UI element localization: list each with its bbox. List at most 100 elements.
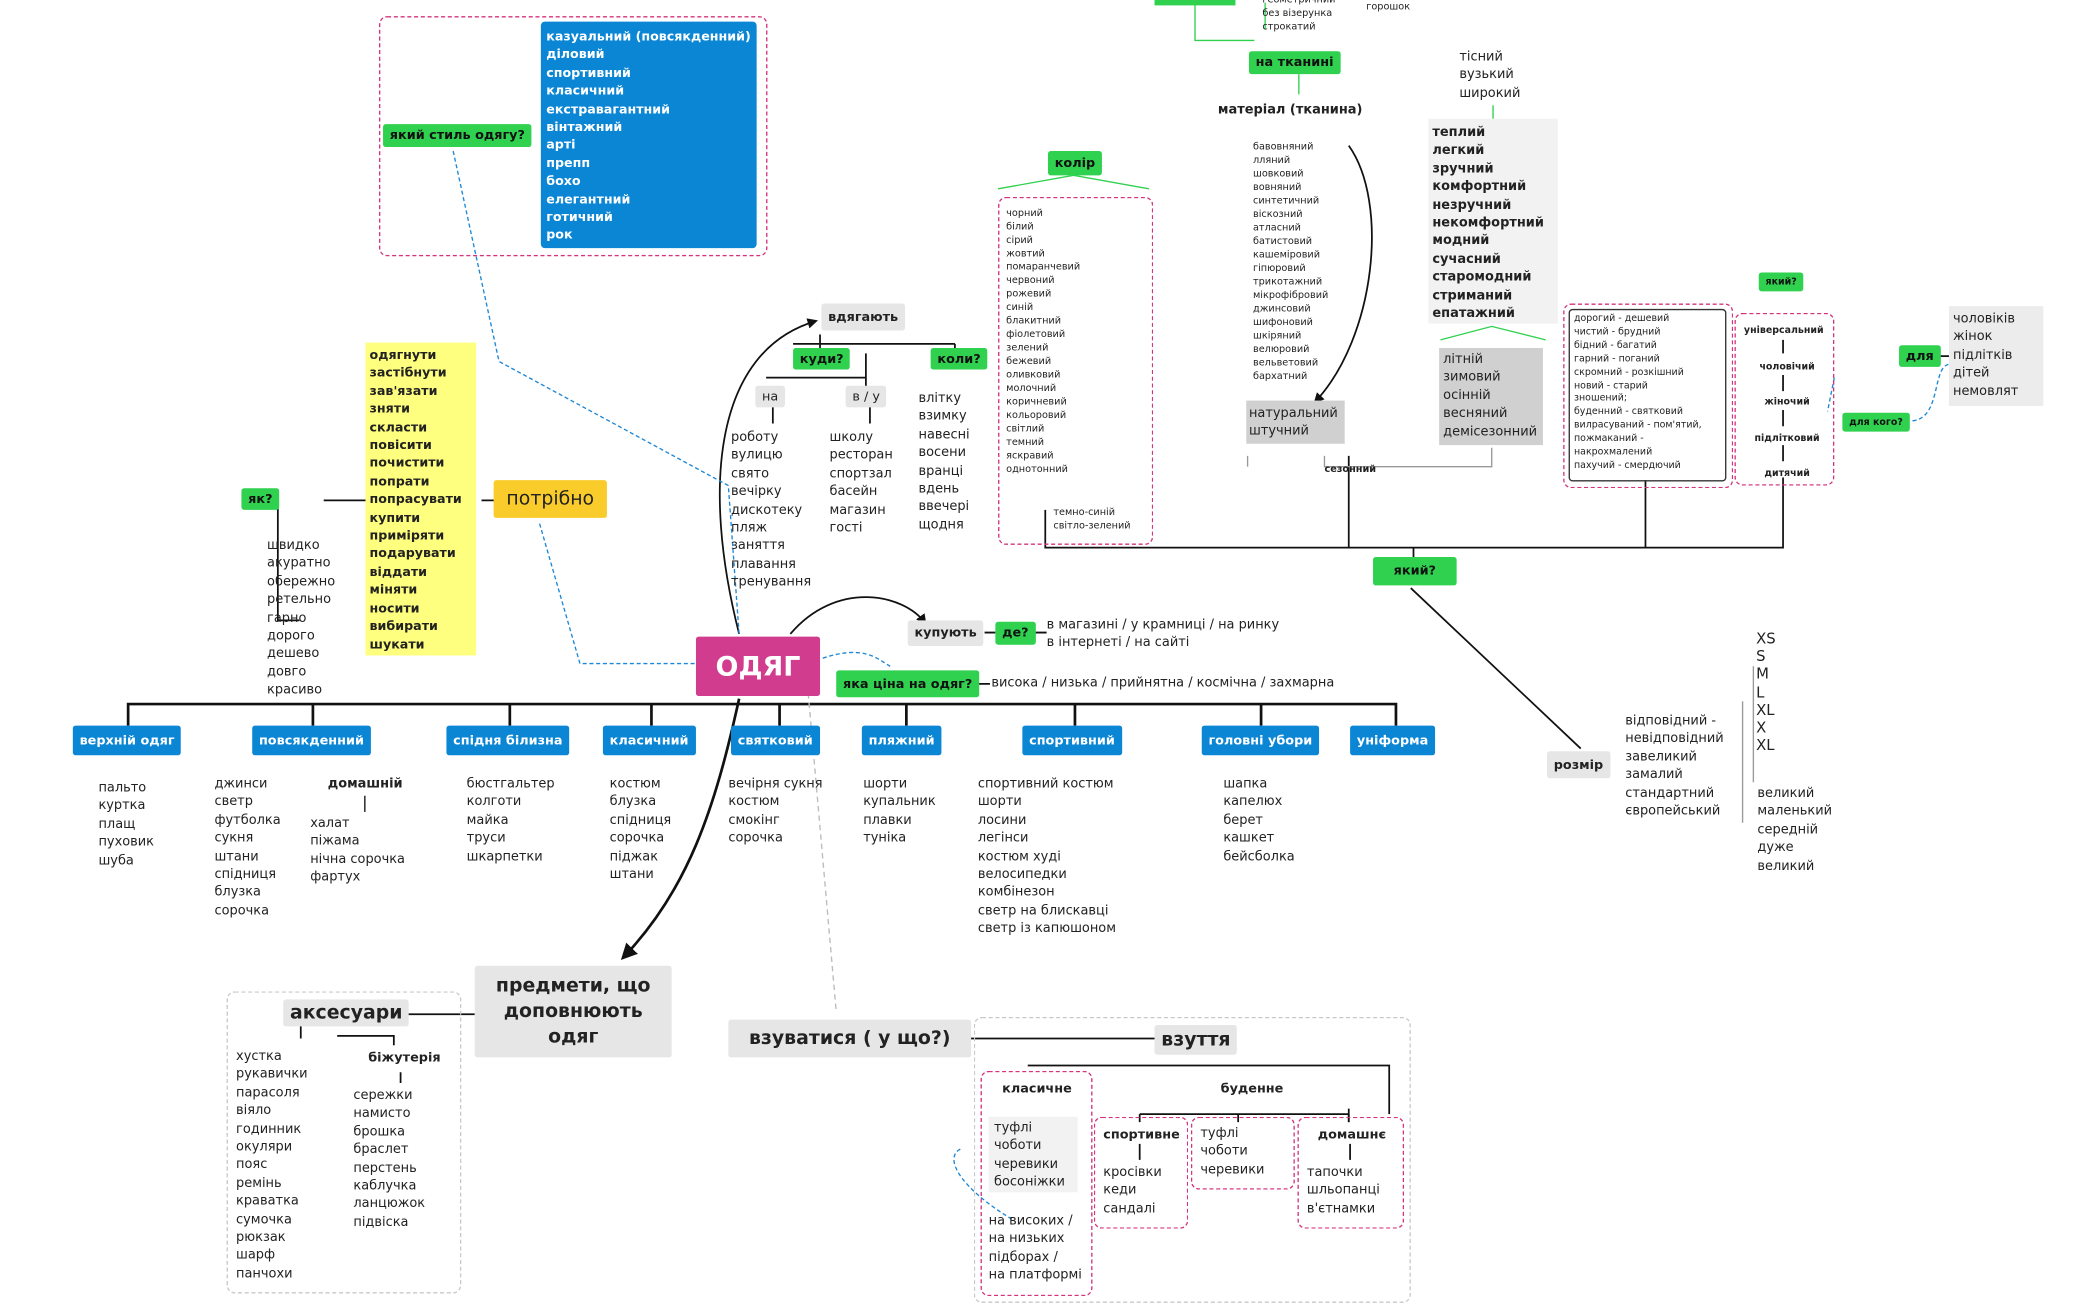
accessories-node[interactable]: аксесуари — [283, 999, 410, 1027]
who-item: універсальний — [1743, 325, 1824, 336]
time-item: влітку — [918, 391, 962, 406]
price-question-tag[interactable]: яка ціна на одяг? — [836, 670, 980, 698]
pair-item: буденний - святковий — [1573, 406, 1684, 418]
verb-item: зав'язати — [369, 384, 438, 399]
colors-group — [998, 196, 1154, 545]
size-code: XL — [1756, 701, 1775, 719]
style-item: рок — [546, 228, 573, 244]
category-item: сорочка — [728, 831, 783, 846]
where-question-tag[interactable]: куди? — [793, 347, 851, 370]
category-0[interactable]: верхній одяг — [72, 725, 182, 756]
home-shoes-label[interactable]: домашнє — [1310, 1124, 1393, 1144]
verb-item: попрати — [369, 474, 430, 490]
category-6[interactable]: спортивний — [1022, 725, 1122, 756]
category-item: костюм худі — [977, 849, 1061, 865]
sport-shoes-label[interactable]: спортивне — [1096, 1124, 1187, 1144]
accessory-item: хустка — [236, 1049, 282, 1065]
quality-item: легкий — [1432, 143, 1485, 159]
category-item: сорочка — [214, 903, 270, 919]
size-fit-item: замалий — [1625, 767, 1683, 783]
category-7[interactable]: головні убори — [1201, 725, 1319, 756]
accessory-item: годинник — [236, 1121, 302, 1137]
classic-shoes-label[interactable]: класичне — [995, 1078, 1079, 1098]
shoes-node[interactable]: взуття — [1154, 1025, 1238, 1055]
category-2[interactable]: спідня білизна — [446, 725, 570, 756]
heel-item: підборах / — [988, 1250, 1058, 1265]
category-4[interactable]: святковий — [731, 725, 820, 756]
how-question-tag[interactable]: як? — [241, 488, 280, 510]
category-item: легінси — [977, 831, 1029, 846]
color-item: коричневий — [1006, 395, 1067, 408]
style-question-tag[interactable]: який стиль одягу? — [383, 124, 532, 148]
shoe-item: туфлі — [1200, 1126, 1239, 1142]
category-3[interactable]: класичний — [602, 725, 696, 756]
central-node[interactable]: ОДЯГ — [695, 636, 821, 696]
buy-place-item: в магазині / у крамниці / на ринку — [1046, 617, 1280, 633]
category-1[interactable]: повсякденний — [252, 725, 371, 756]
casual-shoes-label[interactable]: буденне — [1213, 1078, 1291, 1098]
place-item: магазин — [829, 502, 886, 518]
verb-item: носити — [369, 601, 420, 616]
subcategory-item: фартух — [310, 870, 361, 886]
color-tag[interactable]: колір — [1047, 151, 1102, 176]
na-node[interactable]: на — [755, 385, 786, 408]
subcategory-label[interactable]: домашній — [327, 776, 403, 792]
accessory-item: панчохи — [236, 1266, 293, 1282]
category-item: шорти — [863, 776, 908, 792]
fabric-item: без візерунка — [1262, 6, 1333, 19]
category-item: шапка — [1223, 776, 1268, 792]
buy-place-item: в інтернеті / на сайті — [1046, 635, 1190, 651]
wear-node[interactable]: вдягають — [821, 303, 905, 331]
style-item: готичний — [546, 210, 613, 226]
color-item: зелений — [1006, 341, 1049, 354]
size-code: XL — [1756, 736, 1775, 755]
who-tag[interactable]: який? — [1758, 272, 1804, 292]
style-item: елегантний — [546, 192, 631, 208]
v-u-node[interactable]: в / у — [845, 385, 887, 408]
size-node[interactable]: розмір — [1547, 751, 1610, 779]
category-5[interactable]: пляжний — [861, 725, 942, 756]
buy-where-tag[interactable]: де? — [995, 621, 1036, 645]
color-item: червоний — [1006, 273, 1055, 286]
need-node[interactable]: потрібно — [493, 480, 607, 518]
jewelry-label[interactable]: біжутерія — [361, 1047, 448, 1067]
color-item: світло-зелений — [1053, 519, 1131, 532]
which-tag[interactable]: який? — [1373, 557, 1457, 586]
accessories-main-node[interactable]: предмети, що доповнюють одяг — [474, 965, 672, 1058]
fabric-tag[interactable]: на тканині — [1248, 51, 1341, 75]
material-item: гіпюровий — [1252, 261, 1306, 274]
size-code: X — [1756, 718, 1767, 737]
quality-item: теплий — [1432, 125, 1486, 141]
for-whom-tag[interactable]: для кого? — [1842, 412, 1910, 432]
season-item: весняний — [1443, 406, 1508, 422]
material-item: батистовий — [1252, 234, 1313, 247]
style-item: казуальний (повсякденний) — [546, 29, 751, 45]
quality-item: зручний — [1432, 161, 1494, 177]
size-word: дуже — [1757, 840, 1794, 856]
style-item: препп — [546, 156, 591, 172]
quality-item: модний — [1432, 233, 1490, 249]
who-item: чоловічий — [1759, 360, 1815, 372]
dlia-tag[interactable]: для — [1899, 345, 1941, 367]
when-question-tag[interactable]: коли? — [930, 347, 988, 370]
category-item: колготи — [466, 794, 522, 810]
need-verbs-box — [365, 342, 477, 656]
shoes-question-node[interactable]: взуватися ( у що?) — [728, 1019, 972, 1058]
color-item: яскравий — [1006, 449, 1054, 462]
category-8[interactable]: уніформа — [1350, 725, 1436, 756]
style-item: спортивний — [546, 65, 631, 81]
shoe-item: шльопанці — [1306, 1183, 1380, 1199]
color-item: світлий — [1006, 422, 1045, 435]
buy-node[interactable]: купують — [907, 620, 984, 647]
